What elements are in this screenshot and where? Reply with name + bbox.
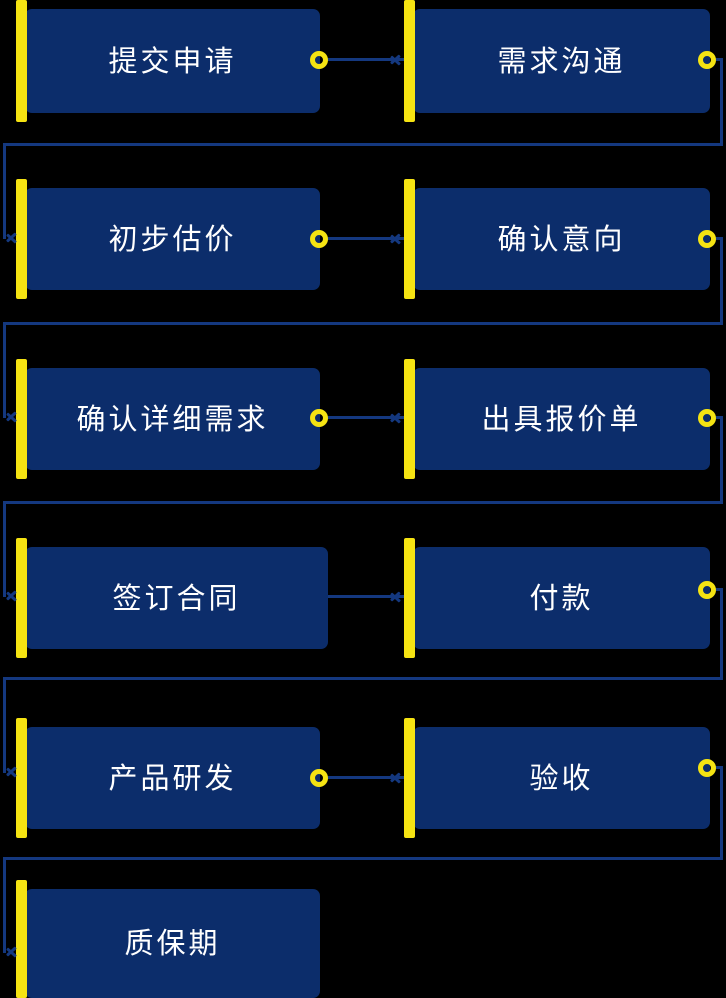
connector-dot-r3-out: [310, 409, 328, 427]
connector-line-r2-down-right: [720, 237, 723, 325]
node-label: 签订合同: [112, 580, 241, 615]
node-body: 产品研发: [25, 727, 320, 829]
connector-dot-r4-end: [698, 581, 716, 599]
connector-dot-r2-out: [310, 230, 328, 248]
connector-dot-r2-end: [698, 230, 716, 248]
node-accent-bar: [404, 0, 415, 122]
connector-line-r3-down-right: [720, 416, 723, 504]
connector-line-r1-to-left: [3, 143, 723, 146]
node-body: 确认详细需求: [25, 368, 320, 470]
node-accent-bar: [404, 179, 415, 299]
flow-node-submit-application[interactable]: 提交申请: [16, 0, 320, 122]
flow-node-issue-quotation[interactable]: 出具报价单: [404, 359, 710, 479]
connector-dot-r5-end: [698, 759, 716, 777]
node-body: 签订合同: [25, 547, 328, 649]
connector-line-r2-mid: [326, 237, 408, 240]
node-body: 需求沟通: [413, 9, 710, 113]
node-label: 出具报价单: [481, 401, 642, 436]
node-body: 初步估价: [25, 188, 320, 290]
node-label: 需求沟通: [497, 43, 626, 78]
node-body: 付款: [413, 547, 710, 649]
connector-dot-r1-end: [698, 51, 716, 69]
arrow-head-r5-in: [6, 764, 22, 780]
arrow-head-r3-mid: [390, 410, 406, 426]
flow-node-payment[interactable]: 付款: [404, 538, 710, 658]
flow-node-preliminary-quote[interactable]: 初步估价: [16, 179, 320, 299]
flow-node-confirm-detailed-requirements[interactable]: 确认详细需求: [16, 359, 320, 479]
arrow-head-r2-in: [6, 230, 22, 246]
node-label: 提交申请: [108, 43, 237, 78]
connector-line-r1-to-right: [714, 58, 723, 61]
node-body: 验收: [413, 727, 710, 829]
connector-line-r6-down: [3, 857, 6, 953]
connector-line-r3-to-left: [3, 501, 723, 504]
node-label: 付款: [529, 580, 594, 615]
connector-line-r3-down: [3, 322, 6, 418]
connector-line-r4-mid: [326, 595, 408, 598]
connector-line-r2-down: [3, 143, 6, 239]
connector-line-r2-to-left: [3, 322, 723, 325]
flow-node-requirements-discussion[interactable]: 需求沟通: [404, 0, 710, 122]
connector-line-r5-mid: [326, 776, 408, 779]
connector-line-r3-mid: [326, 416, 408, 419]
node-body: 质保期: [25, 889, 320, 998]
node-label: 初步估价: [108, 221, 237, 256]
arrow-head-r2-mid: [390, 231, 406, 247]
connector-line-r5-to-right: [714, 766, 723, 769]
connector-line-r5-down: [3, 677, 6, 773]
connector-line-r5-to-left: [3, 857, 723, 860]
connector-line-r3-to-right: [714, 416, 723, 419]
connector-line-r4-down-right: [720, 588, 723, 680]
connector-dot-r3-end: [698, 409, 716, 427]
node-accent-bar: [404, 359, 415, 479]
node-accent-bar: [16, 880, 27, 998]
arrow-head-r1-mid: [390, 52, 406, 68]
node-label: 质保期: [124, 926, 221, 960]
connector-dot-r1-out: [310, 51, 328, 69]
arrow-head-r4-mid: [390, 589, 406, 605]
connector-line-r2-to-right: [714, 237, 723, 240]
flow-node-sign-contract[interactable]: 签订合同: [16, 538, 328, 658]
connector-line-r1-mid: [326, 58, 408, 61]
node-label: 产品研发: [108, 760, 237, 795]
arrow-head-r6-in: [6, 944, 22, 960]
node-label: 验收: [529, 760, 594, 795]
flow-node-confirm-intent[interactable]: 确认意向: [404, 179, 710, 299]
flow-node-warranty-period[interactable]: 质保期: [16, 880, 320, 998]
connector-line-r4-down: [3, 501, 6, 597]
connector-line-r4-to-right: [714, 588, 723, 591]
connector-line-r5-down-right: [720, 766, 723, 860]
node-accent-bar: [16, 0, 27, 122]
flow-node-acceptance[interactable]: 验收: [404, 718, 710, 838]
flow-node-product-development[interactable]: 产品研发: [16, 718, 320, 838]
arrow-head-r5-mid: [390, 770, 406, 786]
connector-line-r4-to-left: [3, 677, 723, 680]
connector-line-r1-down: [720, 58, 723, 146]
node-accent-bar: [404, 718, 415, 838]
node-body: 确认意向: [413, 188, 710, 290]
node-label: 确认详细需求: [76, 401, 269, 436]
arrow-head-r3-in: [6, 409, 22, 425]
arrow-head-r4-in: [6, 588, 22, 604]
node-body: 出具报价单: [413, 368, 710, 470]
node-body: 提交申请: [25, 9, 320, 113]
node-label: 确认意向: [497, 221, 626, 256]
node-accent-bar: [404, 538, 415, 658]
connector-dot-r5-out: [310, 769, 328, 787]
